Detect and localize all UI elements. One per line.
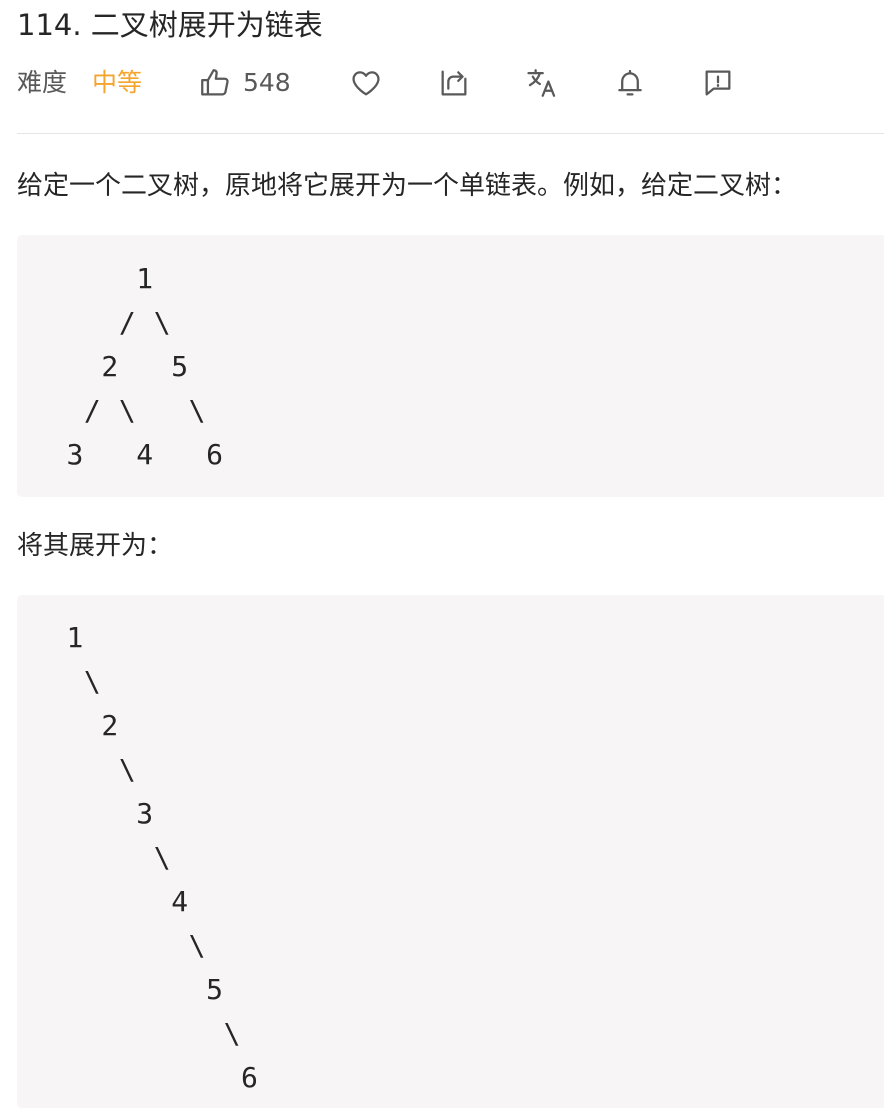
thumbs-up-icon[interactable] xyxy=(198,66,232,100)
like-count: 548 xyxy=(243,68,291,97)
translate-icon[interactable] xyxy=(525,66,559,100)
difficulty-label: 难度 xyxy=(17,68,68,97)
share-icon[interactable] xyxy=(437,66,471,100)
flattened-list-code-block: 1 \ 2 \ 3 \ 4 \ 5 \ 6 xyxy=(17,595,884,1108)
flatten-intro: 将其展开为： xyxy=(17,531,174,561)
feedback-icon[interactable] xyxy=(701,66,735,100)
problem-title: 114. 二叉树展开为链表 xyxy=(17,8,323,42)
bell-icon[interactable] xyxy=(613,66,647,100)
problem-toolbar: 难度 中等 548 xyxy=(0,60,884,106)
example-tree: 1 / \ 2 5 / \ \ 3 4 6 xyxy=(66,262,224,471)
divider xyxy=(17,133,884,134)
heart-icon[interactable] xyxy=(349,66,383,100)
difficulty-badge: 中等 xyxy=(92,68,143,97)
problem-description: 给定一个二叉树，原地将它展开为一个单链表。例如，给定二叉树： xyxy=(17,171,798,201)
example-tree-code-block: 1 / \ 2 5 / \ \ 3 4 6 xyxy=(17,235,884,497)
flattened-list: 1 \ 2 \ 3 \ 4 \ 5 \ 6 xyxy=(66,621,259,1094)
